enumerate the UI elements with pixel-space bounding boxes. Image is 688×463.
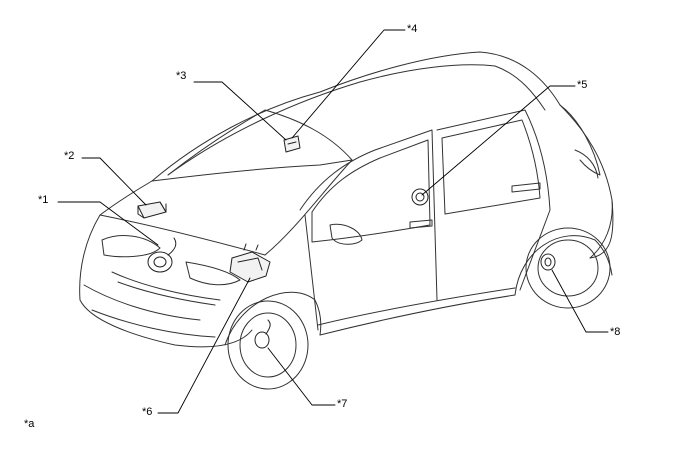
leader-6 (157, 277, 251, 414)
leader-5 (421, 85, 576, 196)
callout-1: *1 (38, 194, 49, 206)
callout-3: *3 (176, 70, 187, 82)
leader-4 (291, 29, 406, 139)
leader-lines (57, 29, 609, 414)
callout-4: *4 (407, 23, 418, 35)
part-6-actuator (229, 243, 271, 283)
callout-8: *8 (610, 326, 621, 338)
leader-2 (81, 157, 147, 206)
leader-7 (267, 347, 336, 406)
car-body (79, 51, 614, 390)
leader-8 (551, 269, 609, 333)
leader-3 (193, 81, 287, 141)
components (137, 135, 556, 349)
callout-5: *5 (577, 79, 588, 91)
part-5-pod (411, 188, 429, 206)
callout-2: *2 (64, 150, 75, 162)
part-7-wheel-sensor (254, 319, 271, 349)
part-2-module (137, 201, 167, 219)
callout-6: *6 (142, 406, 153, 418)
part-3-sensor (283, 135, 301, 153)
leader-1 (57, 201, 159, 246)
part-8-wheel-sensor (540, 253, 556, 271)
part-1-sensor (147, 237, 177, 273)
callout-7: *7 (337, 398, 348, 410)
callout-a: *a (24, 418, 35, 430)
